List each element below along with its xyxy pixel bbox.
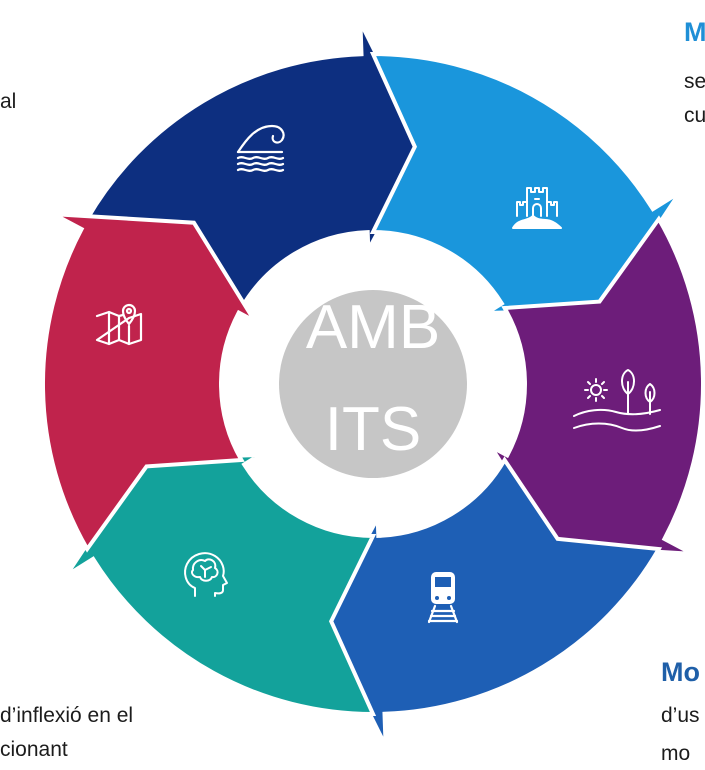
center-label-line2: ITS [325,395,421,464]
text-fragment-bottom-right-title: Mo [661,657,700,687]
map-icon [95,303,143,346]
cycle-segment-coast [83,21,426,312]
center-circle [279,290,467,478]
text-fragment-bottom-left-1: d’inflexió en el [0,704,134,727]
brain-head-icon [184,552,228,597]
text-fragment-bottom-left-2: cionant [0,738,68,761]
text-fragment-top-right-1: se [684,70,705,93]
landscape-icon [573,369,661,432]
text-fragment-bottom-right-1: d’us [661,704,700,727]
cycle-segment-heritage [369,51,682,316]
text-fragment-bottom-right-2: mo [661,742,691,765]
train-icon [427,572,459,624]
cycle-segment-knowledge [64,452,377,717]
center-label-line1: AMB [306,293,440,362]
cycle-segment-mobility [320,456,663,747]
cycle-segments [40,21,705,747]
text-fragment-top-right-2: cu [684,104,705,127]
cycle-segment-landscape [485,215,705,556]
castle-icon [512,187,562,229]
wave-icon [236,124,285,172]
text-fragment-top-left-2: al [0,90,17,113]
text-fragment-top-right-title: M [684,17,705,47]
cycle-segment-territory [40,212,261,553]
